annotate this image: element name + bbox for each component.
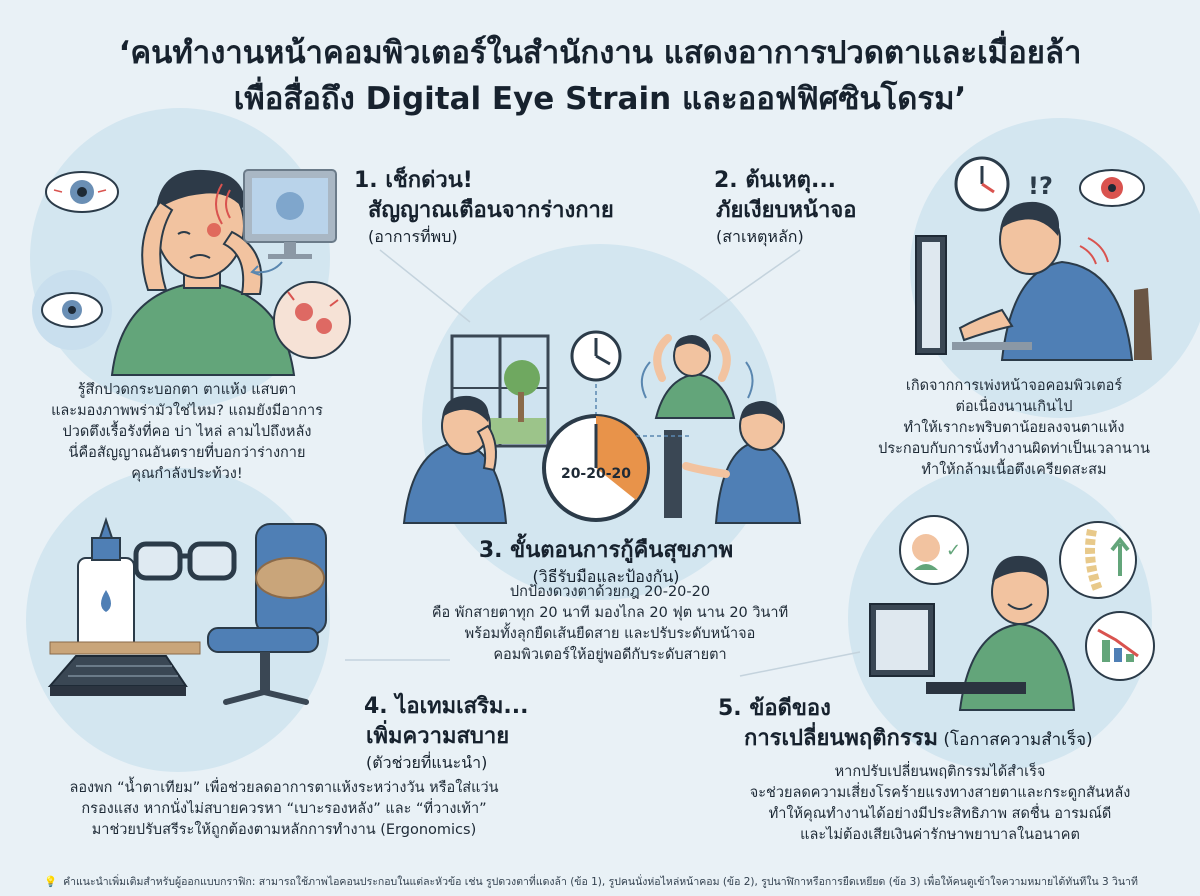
desk-worker-figure: [664, 401, 802, 524]
footer-text: คำแนะนำเพิ่มเติมสำหรับผู้ออกแบบกราฟิก: ส…: [63, 876, 1138, 888]
eye-drops-icon: [77, 516, 135, 651]
section2-heading-line2: ภัยเงียบหน้าจอ: [716, 198, 857, 223]
man-looking-away-figure: [402, 395, 508, 524]
section5-heading-main: การเปลี่ยนพฤติกรรม: [744, 726, 938, 751]
title-line-1: ‘คนทำงานหน้าคอมพิวเตอร์ในสำนักงาน แสดงอา…: [118, 35, 1082, 71]
footer-note: 💡 คำแนะนำเพิ่มเติมสำหรับผู้ออกแบบกราฟิก: …: [44, 873, 1138, 890]
section4-body-line: มาช่วยปรับสรีระให้ถูกต้องตามหลักการทำงาน…: [91, 822, 477, 838]
section1-body-line: นี่คือสัญญาณอันตรายที่บอกว่าร่างกาย: [68, 445, 306, 461]
footrest-icon: [47, 655, 188, 696]
section2-body-line: เกิดจากการเพ่งหน้าจอคอมพิวเตอร์: [905, 378, 1123, 394]
monitor-icon: [915, 235, 947, 355]
alert-icon: !?: [1028, 172, 1053, 200]
section3-body-line: พร้อมทั้งลุกยืดเส้นยืดสาย และปรับระดับหน…: [464, 626, 756, 642]
section3-heading-line1: 3. ขั้นตอนการกู้คืนสุขภาพ: [478, 538, 734, 563]
tired-man-figure: [110, 169, 296, 376]
section5-body-line: หากปรับเปลี่ยนพฤติกรรมได้สำเร็จ: [834, 764, 1046, 780]
section4-body-line: กรองแสง หากนั่งไม่สบายควรหา “เบาะรองหลัง…: [81, 801, 487, 817]
timer-label: 20-20-20: [561, 466, 631, 482]
neck-pain-icon: [273, 281, 351, 359]
section2-body-line: ทำให้เรากะพริบตาน้อยลงจนตาแห้ง: [903, 420, 1125, 436]
office-chair-icon: [207, 523, 327, 705]
section3-body-line: คือ พักสายตาทุก 20 นาที มองไกล 20 ฟุต นา…: [431, 605, 789, 621]
glasses-icon: [133, 541, 237, 581]
section4-sub: (ตัวช่วยที่แนะนำ): [366, 753, 488, 772]
section3-heading: 3. ขั้นตอนการกู้คืนสุขภาพ (วิธีรับมือและ…: [446, 536, 766, 588]
declining-chart-icon: [1085, 611, 1155, 681]
section3-body-line: ปกป้องดวงตาด้วยกฎ 20-20-20: [509, 584, 711, 600]
happy-worker-figure: [869, 555, 1076, 711]
title-line-2: เพื่อสื่อถึง Digital Eye Strain และออฟฟิ…: [233, 81, 967, 117]
section2-illustration: !?: [915, 156, 1152, 361]
section5-heading-line2: การเปลี่ยนพฤติกรรม (โอกาสความสำเร็จ): [744, 724, 1093, 755]
section4-heading: 4. ไอเทมเสริม... เพิ่มความสบาย (ตัวช่วยท…: [364, 692, 528, 774]
clock-icon: [954, 156, 1010, 212]
timer-20-20-20-icon: 20-20-20: [542, 414, 650, 522]
section3-body-line: คอมพิวเตอร์ให้อยู่พอดีกับระดับสายตา: [493, 647, 727, 663]
section2-heading-line1: 2. ต้นเหตุ...: [714, 168, 837, 193]
blurry-monitor-icon: [215, 169, 337, 259]
section3-body: ปกป้องดวงตาด้วยกฎ 20-20-20 คือ พักสายตาท…: [400, 582, 820, 666]
section4-body: ลองพก “น้ำตาเทียม” เพื่อช่วยลดอาการตาแห้…: [24, 778, 544, 841]
section2-body-line: ทำให้กล้ามเนื้อตึงเครียดสะสม: [921, 462, 1107, 478]
happy-face-check-icon: ✓: [899, 515, 969, 585]
section1-illustration: [32, 169, 351, 376]
section1-heading-line1: 1. เช็กด่วน!: [354, 168, 473, 193]
blurry-eye-icon: [32, 270, 112, 350]
section1-body-line: คุณกำลังประท้วง!: [131, 466, 243, 482]
spine-icon: [1059, 521, 1137, 599]
section2-body-line: ต่อเนื่องนานเกินไป: [955, 399, 1073, 415]
section1-heading-line2: สัญญาณเตือนจากร่างกาย: [368, 198, 614, 223]
red-eye-icon: [45, 171, 119, 213]
section1-sub: (อาการที่พบ): [368, 227, 458, 246]
section5-body-line: ทำให้คุณทำงานได้อย่างมีประสิทธิภาพ สดชื่…: [768, 806, 1112, 822]
red-eye-icon: [1079, 169, 1145, 207]
section1-body: รู้สึกปวดกระบอกตา ตาแห้ง แสบตา และมองภาพ…: [42, 380, 332, 485]
section2-sub: (สาเหตุหลัก): [716, 227, 804, 246]
section1-body-line: รู้สึกปวดกระบอกตา ตาแห้ง แสบตา: [77, 382, 297, 398]
section3-illustration: 20-20-20: [402, 330, 802, 524]
section4-illustration: [47, 516, 327, 705]
section5-heading: 5. ข้อดีของ การเปลี่ยนพฤติกรรม (โอกาสควา…: [718, 694, 1093, 755]
lightbulb-icon: 💡: [44, 876, 58, 888]
section4-body-line: ลองพก “น้ำตาเทียม” เพื่อช่วยลดอาการตาแห้…: [69, 780, 499, 796]
section3-sub: (วิธีรับมือและป้องกัน): [532, 567, 680, 586]
section2-heading: 2. ต้นเหตุ... ภัยเงียบหน้าจอ (สาเหตุหลัก…: [714, 166, 857, 248]
clock-icon: [570, 330, 622, 382]
section1-body-line: และมองภาพพร่ามัวใช่ไหม? แถมยังมีอาการ: [51, 403, 323, 419]
stretching-man-figure: [653, 334, 736, 419]
section5-body-line: และไม่ต้องเสียเงินค่ารักษาพยาบาลในอนาคต: [800, 827, 1080, 843]
section4-heading-line1: 4. ไอเทมเสริม...: [364, 694, 529, 719]
section5-illustration: ✓: [869, 515, 1155, 711]
section5-body: หากปรับเปลี่ยนพฤติกรรมได้สำเร็จ จะช่วยลด…: [720, 762, 1160, 846]
section5-heading-line1: 5. ข้อดีของ: [718, 696, 831, 721]
section5-body-line: จะช่วยลดความเสี่ยงโรคร้ายแรงทางสายตาและก…: [749, 785, 1131, 801]
section1-heading: 1. เช็กด่วน! สัญญาณเตือนจากร่างกาย (อากา…: [354, 166, 614, 248]
section2-body-line: ประกอบกับการนั่งทำงานผิดท่าเป็นเวลานาน: [878, 441, 1150, 457]
section2-body: เกิดจากการเพ่งหน้าจอคอมพิวเตอร์ ต่อเนื่อ…: [864, 376, 1164, 481]
section1-body-line: ปวดตึงเรื้อรังที่คอ บ่า ไหล่ ลามไปถึงหลั…: [62, 424, 312, 440]
slouching-man-figure: [958, 201, 1134, 361]
page-title: ‘คนทำงานหน้าคอมพิวเตอร์ในสำนักงาน แสดงอา…: [0, 30, 1200, 122]
section4-heading-line2: เพิ่มความสบาย: [366, 724, 510, 749]
check-icon: ✓: [946, 540, 961, 561]
section5-heading-sub: (โอกาสความสำเร็จ): [937, 730, 1093, 750]
